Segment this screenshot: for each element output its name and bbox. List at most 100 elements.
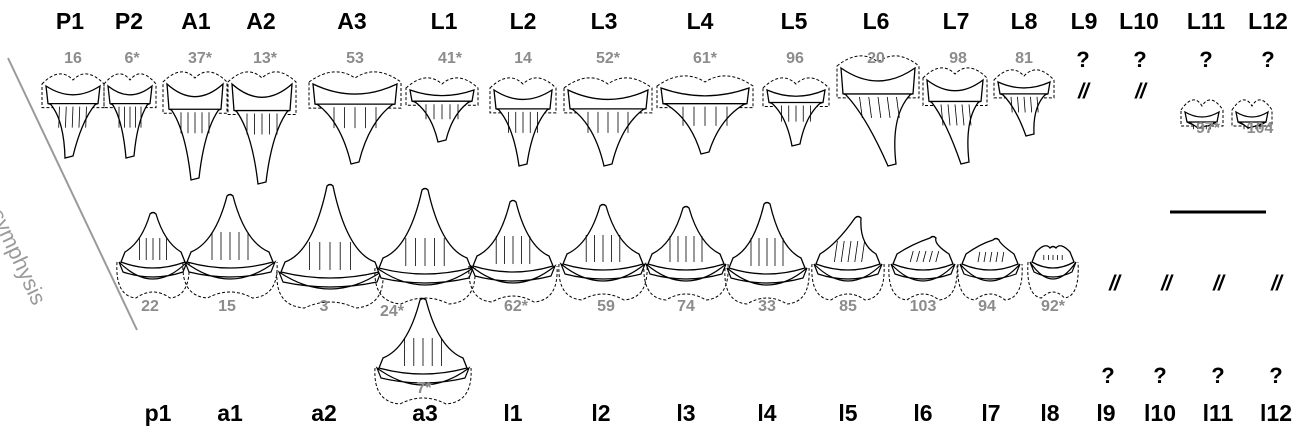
gap-mark: // [1135,80,1145,104]
lower-tooth [183,195,277,299]
specimen-number: 7* [416,380,431,398]
position-label-L6: L6 [863,8,890,35]
position-label-l2: l2 [591,400,610,427]
unknown-mark: ? [1211,363,1224,389]
position-label-L9: L9 [1071,8,1098,35]
specimen-number: 52* [596,50,620,68]
position-label-l8: l8 [1040,400,1059,427]
position-label-l6: l6 [913,400,932,427]
upper-tooth [228,72,296,184]
upper-tooth [923,68,987,164]
lower-tooth [277,185,383,309]
position-label-L2: L2 [510,8,537,35]
specimen-number: 24* [380,303,404,321]
lower-tooth [1028,246,1078,298]
upper-tooth [837,56,919,166]
upper-tooth [564,78,652,166]
unknown-mark: ? [1101,363,1114,389]
lower-tooth [117,213,189,299]
upper-tooth [490,78,556,166]
position-label-l3: l3 [676,400,695,427]
position-label-P2: P2 [115,8,143,35]
position-label-L4: L4 [687,8,714,35]
position-label-a3: a3 [412,400,438,427]
upper-tooth [104,74,156,158]
unknown-mark: ? [1261,47,1274,73]
lower-tooth [889,237,957,301]
specimen-number: 97* [1196,120,1220,138]
position-label-L10: L10 [1119,8,1159,35]
upper-tooth [42,74,104,158]
specimen-number: 15 [218,298,236,316]
position-label-l12: l12 [1260,400,1292,427]
position-label-l10: l10 [1144,400,1176,427]
specimen-number: 104 [1247,120,1274,138]
gap-mark: // [1109,272,1119,296]
position-label-A2: A2 [246,8,275,35]
position-label-L7: L7 [943,8,970,35]
upper-tooth [309,72,401,164]
position-label-L12: L12 [1248,8,1288,35]
unknown-mark: ? [1076,47,1089,73]
gap-mark: // [1271,272,1281,296]
specimen-number: 53 [346,50,364,68]
specimen-number: 13* [253,50,277,68]
upper-teeth-row [42,56,1272,184]
specimen-number: 33 [758,298,776,316]
specimen-number: 6* [124,50,139,68]
lower-tooth [469,201,557,303]
specimen-number: 85 [839,298,857,316]
position-label-L5: L5 [781,8,808,35]
position-label-a2: a2 [311,400,337,427]
unknown-mark: ? [1199,47,1212,73]
position-label-A3: A3 [337,8,366,35]
specimen-number: 103 [910,298,937,316]
upper-tooth [994,70,1054,136]
position-label-L3: L3 [591,8,618,35]
lower-tooth [812,217,884,301]
gap-mark: // [1161,272,1171,296]
specimen-number: 14 [514,50,532,68]
upper-tooth [163,72,227,180]
specimen-number: 61* [693,50,717,68]
position-label-l5: l5 [838,400,857,427]
specimen-number: 96 [786,50,804,68]
position-label-L1: L1 [431,8,458,35]
specimen-number: 41* [438,50,462,68]
specimen-number: 81 [1015,50,1033,68]
position-label-L8: L8 [1011,8,1038,35]
position-label-A1: A1 [181,8,210,35]
specimen-number: 92* [1041,298,1065,316]
unknown-mark: ? [1133,47,1146,73]
specimen-number: 94 [978,298,996,316]
specimen-number: 16 [64,50,82,68]
specimen-number: 62* [504,298,528,316]
specimen-number: 98 [949,50,967,68]
specimen-number: 59 [597,298,615,316]
position-label-p1: p1 [145,400,172,427]
position-label-l7: l7 [981,400,1000,427]
gap-mark: // [1078,80,1088,104]
lower-tooth [375,189,475,305]
position-label-l11: l11 [1203,400,1234,427]
lower-tooth [725,203,809,305]
specimen-number: 22 [141,298,159,316]
upper-tooth [657,76,753,154]
position-label-a1: a1 [217,400,243,427]
unknown-mark: ? [1153,363,1166,389]
lower-tooth [958,239,1022,301]
gap-mark: // [1213,272,1223,296]
position-label-l9: l9 [1096,400,1115,427]
specimen-number: 74 [677,298,695,316]
position-label-l4: l4 [757,400,776,427]
upper-tooth [406,78,478,142]
lower-tooth [559,205,647,301]
specimen-number: 20 [867,50,885,68]
lower-teeth-row [117,185,1078,405]
position-label-P1: P1 [56,8,84,35]
position-label-L11: L11 [1187,8,1225,35]
lower-tooth [644,207,728,301]
specimen-number: 3 [320,298,329,316]
position-label-l1: l1 [503,400,522,427]
specimen-number: 37* [188,50,212,68]
